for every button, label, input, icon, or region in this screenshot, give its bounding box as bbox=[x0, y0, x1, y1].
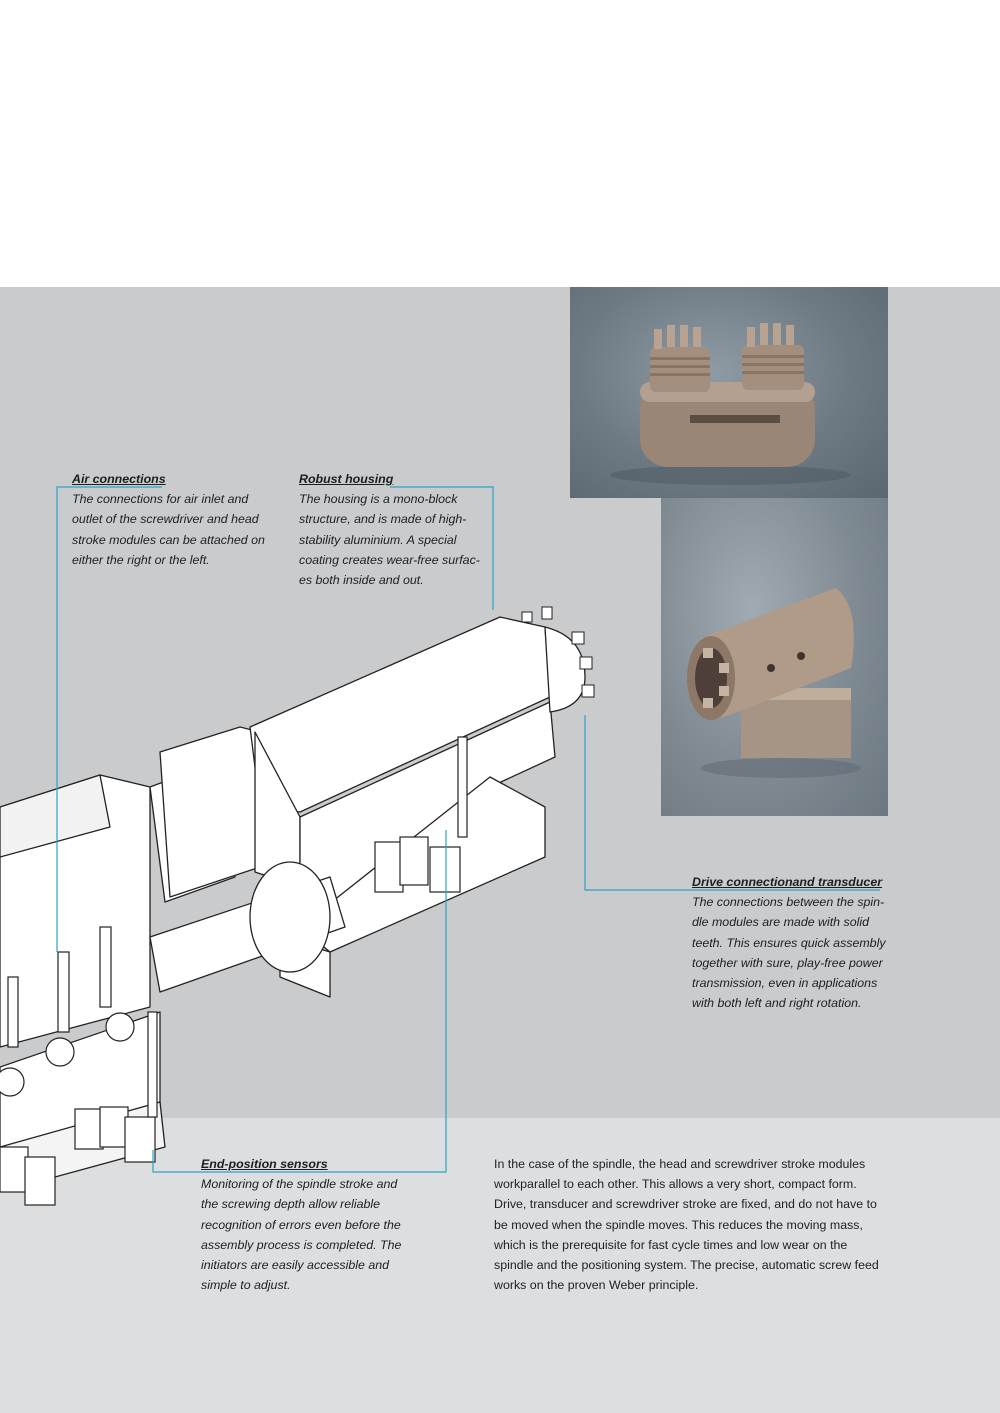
callout-robust-housing: Robust housing The housing is a mono-blo… bbox=[299, 469, 484, 590]
callout-text-end-position-sensors: Monitoring of the spindle stroke and the… bbox=[201, 1177, 402, 1293]
callout-text-air-connections: The connections for air inlet and outlet… bbox=[72, 492, 265, 567]
photo-spindle-coupling bbox=[570, 287, 888, 498]
callout-title-end-position-sensors: End-position sensors bbox=[201, 1157, 328, 1171]
callout-title-robust-housing: Robust housing bbox=[299, 472, 394, 486]
drive-illustration bbox=[687, 588, 861, 778]
spindle-technical-drawing bbox=[0, 606, 595, 1206]
callout-title-air-connections: Air connections bbox=[72, 472, 166, 486]
photo-drive-connection bbox=[661, 498, 888, 816]
callout-text-drive-connection: The connections between the spin-dle mod… bbox=[692, 895, 886, 1011]
callout-title-drive-connection: Drive connectionand transducer bbox=[692, 875, 883, 889]
coupling-illustration bbox=[610, 323, 850, 485]
body-paragraph: In the case of the spindle, the head and… bbox=[494, 1157, 879, 1293]
callout-drive-connection: Drive connectionand transducer The conne… bbox=[692, 872, 892, 1013]
callout-air-connections: Air connections The connections for air … bbox=[72, 469, 272, 570]
callout-end-position-sensors: End-position sensors Monitoring of the s… bbox=[201, 1154, 406, 1295]
callout-text-robust-housing: The housing is a mono-block structure, a… bbox=[299, 492, 480, 588]
